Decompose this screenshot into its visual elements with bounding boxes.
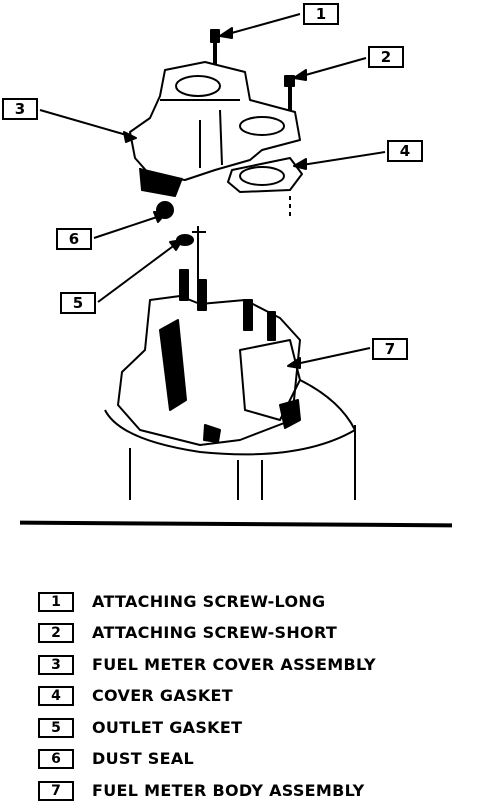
parts-legend: 1 ATTACHING SCREW-LONG 2 ATTACHING SCREW… [38,586,468,807]
legend-label: FUEL METER COVER ASSEMBLY [92,654,376,674]
legend-item: 3 FUEL METER COVER ASSEMBLY [38,649,468,681]
legend-label: FUEL METER BODY ASSEMBLY [92,780,365,800]
legend-number: 3 [38,654,74,675]
callout-leaders [39,13,386,369]
legend-number: 2 [38,623,74,644]
legend-label: COVER GASKET [92,686,233,706]
legend-item: 4 COVER GASKET [38,681,468,713]
legend-label: ATTACHING SCREW-SHORT [92,623,338,643]
legend-number: 4 [38,686,74,707]
callout-5: 5 [60,292,96,314]
callout-6: 6 [56,228,92,250]
legend-label: DUST SEAL [92,749,195,769]
legend-number: 7 [38,780,74,801]
legend-label: OUTLET GASKET [92,717,243,737]
legend-item: 5 OUTLET GASKET [38,712,468,744]
legend-item: 1 ATTACHING SCREW-LONG [38,586,468,618]
legend-number: 1 [38,591,74,612]
fuel-meter-cover-drawing [129,61,301,219]
legend-label: ATTACHING SCREW-LONG [92,591,326,611]
callout-4: 4 [387,140,423,162]
callout-1: 1 [303,3,339,25]
fuel-meter-body-drawing [104,269,356,500]
exploded-parts-drawing [39,13,386,500]
legend-item: 7 FUEL METER BODY ASSEMBLY [38,775,468,807]
callout-2: 2 [368,46,404,68]
callout-7: 7 [372,338,408,360]
legend-item: 6 DUST SEAL [38,744,468,776]
legend-item: 2 ATTACHING SCREW-SHORT [38,618,468,650]
legend-number: 6 [38,749,74,770]
legend-number: 5 [38,717,74,738]
cover-gasket-drawing [227,157,303,218]
callout-3: 3 [2,98,38,120]
